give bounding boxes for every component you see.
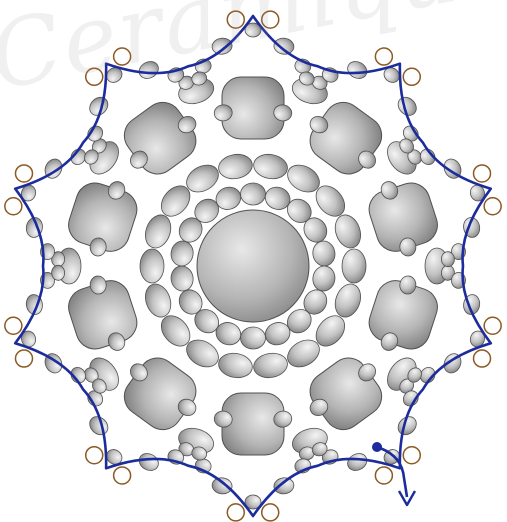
picot-bead (345, 450, 370, 474)
middle-ring-bead (217, 351, 255, 381)
middle-ring-bead (331, 280, 365, 320)
tip-pivot-bead (474, 350, 491, 367)
tip-pivot-bead (484, 317, 501, 334)
tip-pivot-bead (474, 165, 491, 182)
inner-ring-bead (169, 264, 195, 292)
middle-ring-bead (331, 211, 365, 251)
rounded-square-bead (117, 351, 204, 438)
tip-pivot-bead (484, 198, 501, 215)
tip-pivot-bead (375, 467, 392, 484)
bead-layer (5, 11, 501, 521)
tip-pivot-bead (262, 504, 279, 521)
center-cabochon (197, 210, 309, 322)
middle-ring-bead (252, 152, 290, 182)
middle-ring-bead (141, 211, 175, 251)
picot-bead (273, 37, 295, 56)
picot-bead (51, 265, 65, 280)
tip-pivot-bead (15, 350, 32, 367)
inner-ring-bead (311, 264, 337, 292)
inner-ring-bead (311, 239, 337, 267)
tip-pivot-bead (227, 504, 244, 521)
rounded-square-bead (303, 351, 390, 438)
tip-pivot-bead (114, 467, 131, 484)
tip-pivot-bead (86, 68, 103, 85)
tip-pivot-bead (5, 198, 22, 215)
tip-pivot-bead (227, 11, 244, 28)
tip-pivot-bead (15, 165, 32, 182)
tip-pivot-bead (375, 48, 392, 65)
picot-bead (136, 450, 161, 474)
rounded-square-bead (222, 77, 284, 139)
inner-ring-bead (241, 327, 266, 349)
picot-bead (441, 251, 455, 266)
tip-pivot-bead (262, 11, 279, 28)
middle-ring-bead (252, 351, 290, 381)
middle-ring-bead (342, 249, 366, 283)
inner-ring-bead (241, 183, 266, 205)
tip-pivot-bead (5, 317, 22, 334)
picot-bead (211, 477, 233, 496)
middle-ring-bead (141, 280, 175, 320)
rounded-square-bead (222, 393, 284, 455)
tip-pivot-bead (114, 48, 131, 65)
middle-ring-bead (140, 249, 164, 283)
rounded-square-bead (303, 95, 390, 182)
inner-ring-bead (169, 239, 195, 267)
picot-bead (211, 37, 233, 56)
tip-pivot-bead (86, 447, 103, 464)
tip-pivot-bead (403, 447, 420, 464)
middle-ring-bead (217, 152, 255, 182)
rounded-square-bead (117, 95, 204, 182)
picot-bead (345, 58, 370, 82)
tip-pivot-bead (403, 68, 420, 85)
picot-bead (273, 477, 295, 496)
picot-bead (136, 58, 161, 82)
